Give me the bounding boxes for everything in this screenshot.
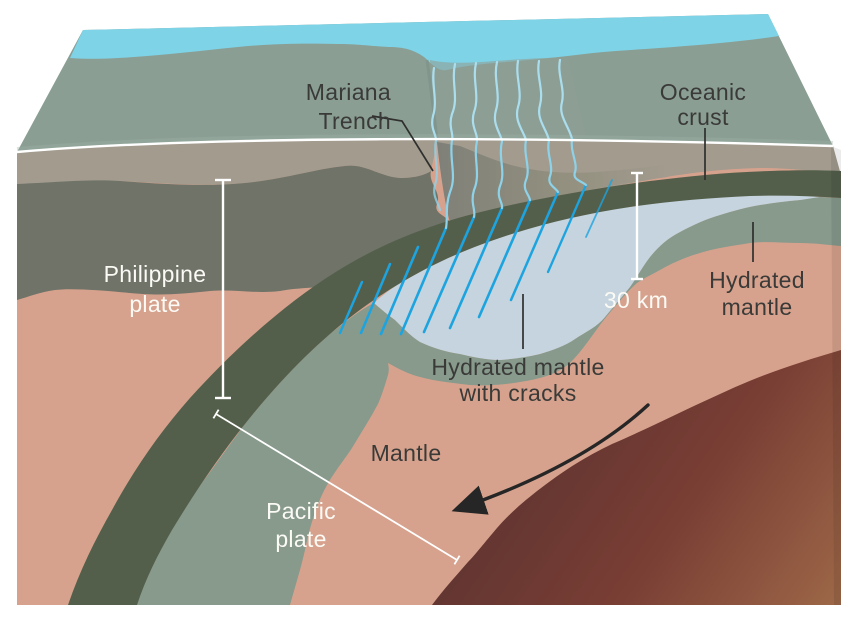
hydrated-mantle-band — [120, 197, 841, 605]
hydrated-cracks-label-line2: with cracks — [458, 380, 576, 406]
measure-tick — [212, 409, 220, 419]
pacific-plate-label-line2: plate — [275, 526, 326, 552]
crack-line — [379, 245, 420, 336]
right-edge-bevel — [831, 146, 841, 605]
measure-line — [215, 413, 458, 561]
measure-tick — [453, 555, 461, 565]
cross-section-face — [17, 137, 841, 605]
water-line — [493, 60, 504, 143]
water-line — [570, 137, 588, 187]
depth-scale-label: 30 km — [604, 287, 668, 313]
water-line — [515, 59, 528, 142]
crack-line — [448, 206, 504, 330]
sediment-water-lines — [433, 137, 588, 230]
thirty-km-measure — [631, 171, 643, 281]
philippine-depth-measure — [215, 178, 231, 400]
crack-line — [509, 190, 560, 302]
water-line — [523, 138, 532, 202]
seafloor-top-surface — [16, 14, 834, 152]
water-line — [433, 138, 442, 212]
philippine-plate-label-line2: plate — [129, 291, 180, 317]
crack-line — [422, 215, 476, 334]
mantle-flow-arrow — [451, 403, 650, 515]
trench-surface-shading — [430, 57, 587, 140]
measurement-lines — [212, 171, 643, 565]
water-line — [547, 138, 560, 194]
deep-mantle-region — [432, 350, 841, 605]
hydrated-cracks-lens — [374, 195, 820, 360]
crack-line — [399, 226, 448, 336]
water-line — [444, 138, 455, 230]
hydrated-cracks-label-line1: Hydrated mantle — [431, 354, 604, 380]
pacific-plate-measure — [212, 409, 461, 565]
crack-line — [338, 280, 364, 335]
hydrated-mantle-label-line2: mantle — [722, 294, 793, 320]
front-top-edge — [16, 137, 834, 154]
oceanic-crust-label-line2: crust — [677, 104, 729, 130]
crack-line — [546, 183, 588, 274]
water-line — [537, 59, 551, 142]
pacific-plate-label-line1: Pacific — [266, 498, 336, 524]
trench-surface-edge — [425, 59, 439, 141]
ocean-water-strip — [70, 14, 779, 71]
water-line — [471, 139, 479, 219]
surface-front-highlight — [16, 134, 834, 151]
mariana-pointer — [371, 115, 434, 172]
surface-water-lines — [431, 58, 574, 143]
upper-sediment-band — [17, 139, 841, 229]
philippine-plate-label-line1: Philippine — [104, 261, 207, 287]
crack-lines — [338, 179, 613, 336]
water-line — [497, 139, 504, 210]
crack-line — [585, 179, 613, 238]
hydrated-mantle-label-line1: Hydrated — [709, 267, 805, 293]
crack-line — [359, 262, 392, 335]
mantle-label: Mantle — [371, 440, 442, 466]
water-line — [449, 62, 457, 142]
mariana-trench-label-line1: Mariana — [306, 79, 391, 105]
water-line — [471, 61, 479, 143]
pointer-lines — [371, 115, 754, 349]
water-line — [431, 66, 438, 142]
oceanic-crust-label-line1: Oceanic — [660, 79, 746, 105]
water-line — [558, 58, 574, 141]
crack-line — [477, 198, 532, 319]
mariana-trench-label-line2: Trench — [318, 108, 391, 134]
philippine-plate-region — [17, 165, 450, 300]
labels: Mariana Trench Oceanic crust Philippine … — [104, 79, 805, 552]
